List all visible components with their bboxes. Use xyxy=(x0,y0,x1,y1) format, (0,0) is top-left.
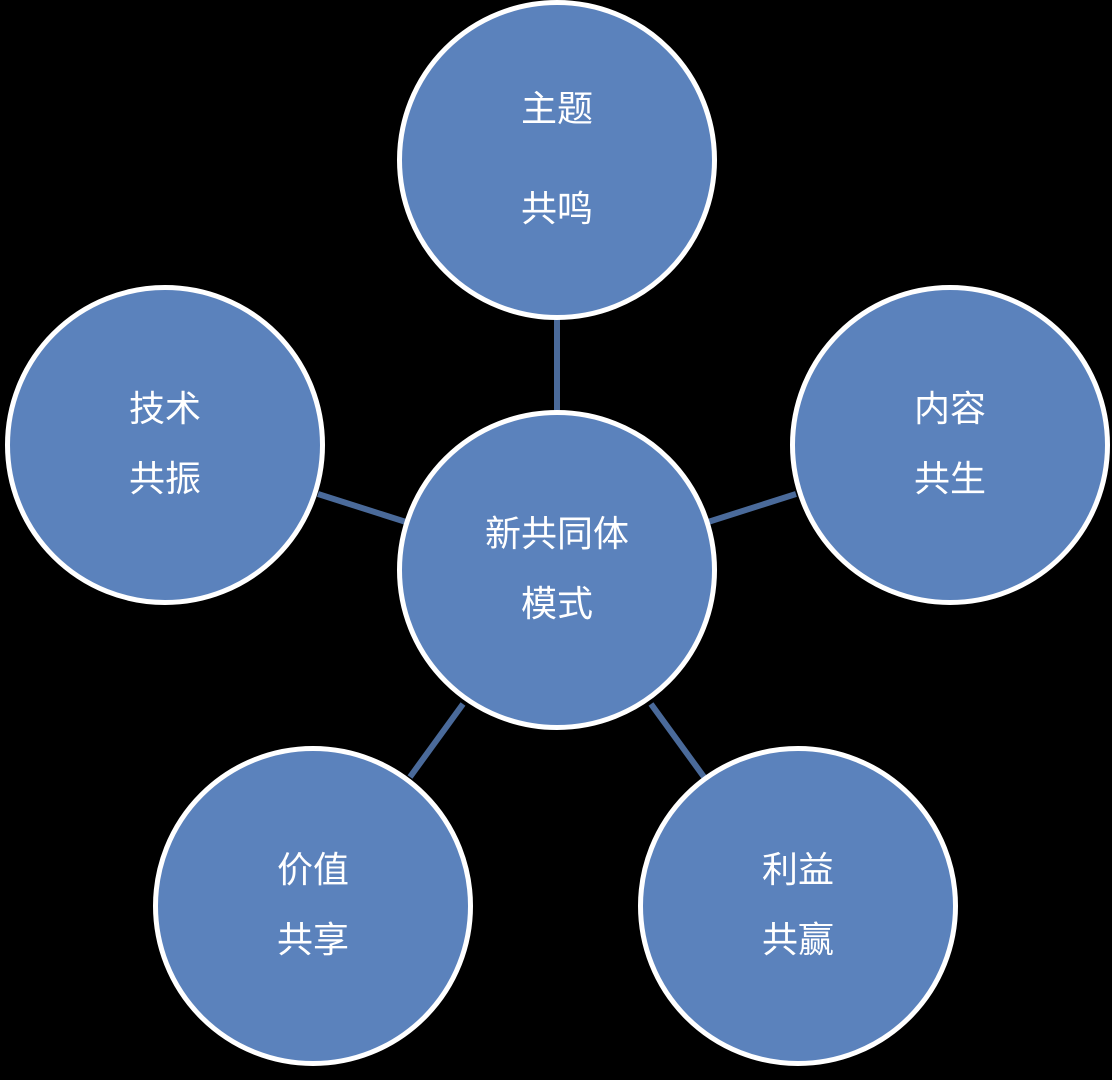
node-label-line2: 共享 xyxy=(276,920,349,961)
center-label-line1: 新共同体 xyxy=(484,514,629,555)
node-label-line1: 主题 xyxy=(520,89,593,130)
node-label-line1: 价值 xyxy=(276,850,349,891)
connector-bottom-left xyxy=(407,702,466,779)
node-label-line2: 共生 xyxy=(913,459,986,500)
node-label-line1: 利益 xyxy=(761,850,834,891)
node-label-line2: 共鸣 xyxy=(520,189,593,230)
node-benefit-win-win: 利益 共赢 xyxy=(638,746,958,1066)
connector-right xyxy=(707,491,797,525)
node-label-line2: 共赢 xyxy=(761,920,834,961)
node-label-line2: 共振 xyxy=(128,459,201,500)
node-content-symbiosis: 内容 共生 xyxy=(790,285,1110,605)
node-technology-resonance: 技术 共振 xyxy=(5,285,325,605)
connector-bottom-right xyxy=(648,702,707,779)
node-value-sharing: 价值 共享 xyxy=(153,746,473,1066)
node-label-line1: 内容 xyxy=(913,389,986,430)
connector-left xyxy=(317,491,407,525)
node-center-new-community-model: 新共同体 模式 xyxy=(397,410,717,730)
node-label-line1: 技术 xyxy=(128,389,201,430)
center-label-line2: 模式 xyxy=(520,584,593,625)
node-theme-resonance: 主题 共鸣 xyxy=(397,0,717,320)
